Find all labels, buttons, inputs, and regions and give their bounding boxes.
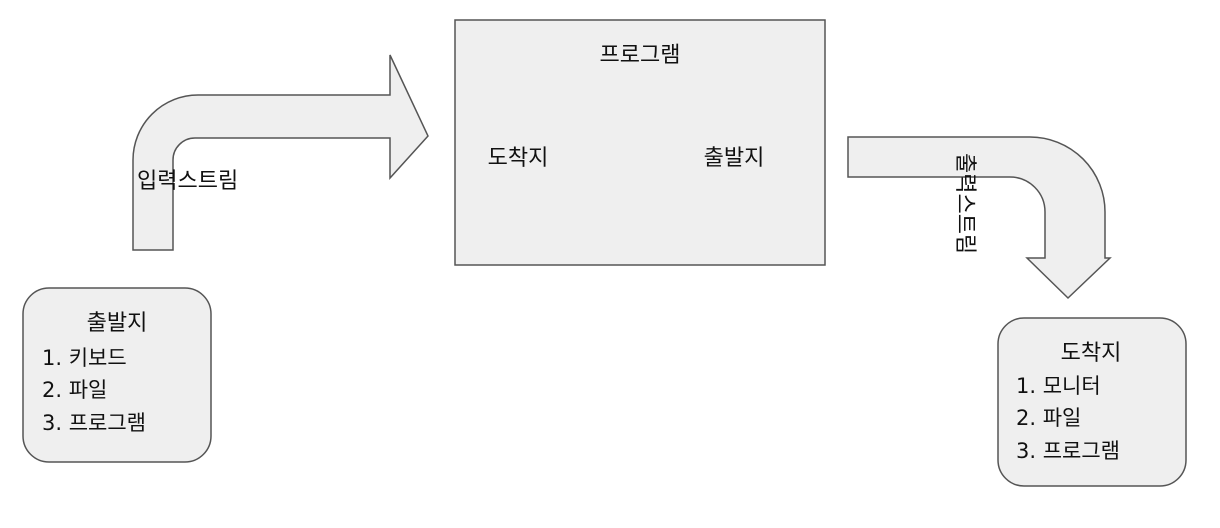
- input-stream-arrow: [132, 54, 429, 251]
- destination-item: 2. 파일: [1016, 406, 1081, 430]
- source-item: 1. 키보드: [42, 346, 127, 370]
- destination-item: 3. 프로그램: [1016, 439, 1120, 463]
- destination-box-title: 도착지: [1061, 341, 1122, 366]
- program-box-source-label: 출발지: [704, 146, 765, 171]
- program-box-destination-label: 도착지: [488, 146, 549, 171]
- destination-box: [997, 317, 1187, 487]
- program-box-title: 프로그램: [600, 43, 681, 68]
- destination-item: 1. 모니터: [1016, 374, 1101, 398]
- source-box: [22, 287, 212, 463]
- source-item: 3. 프로그램: [42, 411, 146, 435]
- program-box: [454, 19, 826, 266]
- output-stream-arrow: [847, 136, 1112, 300]
- output-stream-label: 출력스트림: [952, 153, 977, 254]
- source-box-title: 출발지: [87, 311, 148, 336]
- input-stream-label: 입력스트림: [137, 169, 238, 194]
- source-item: 2. 파일: [42, 378, 107, 402]
